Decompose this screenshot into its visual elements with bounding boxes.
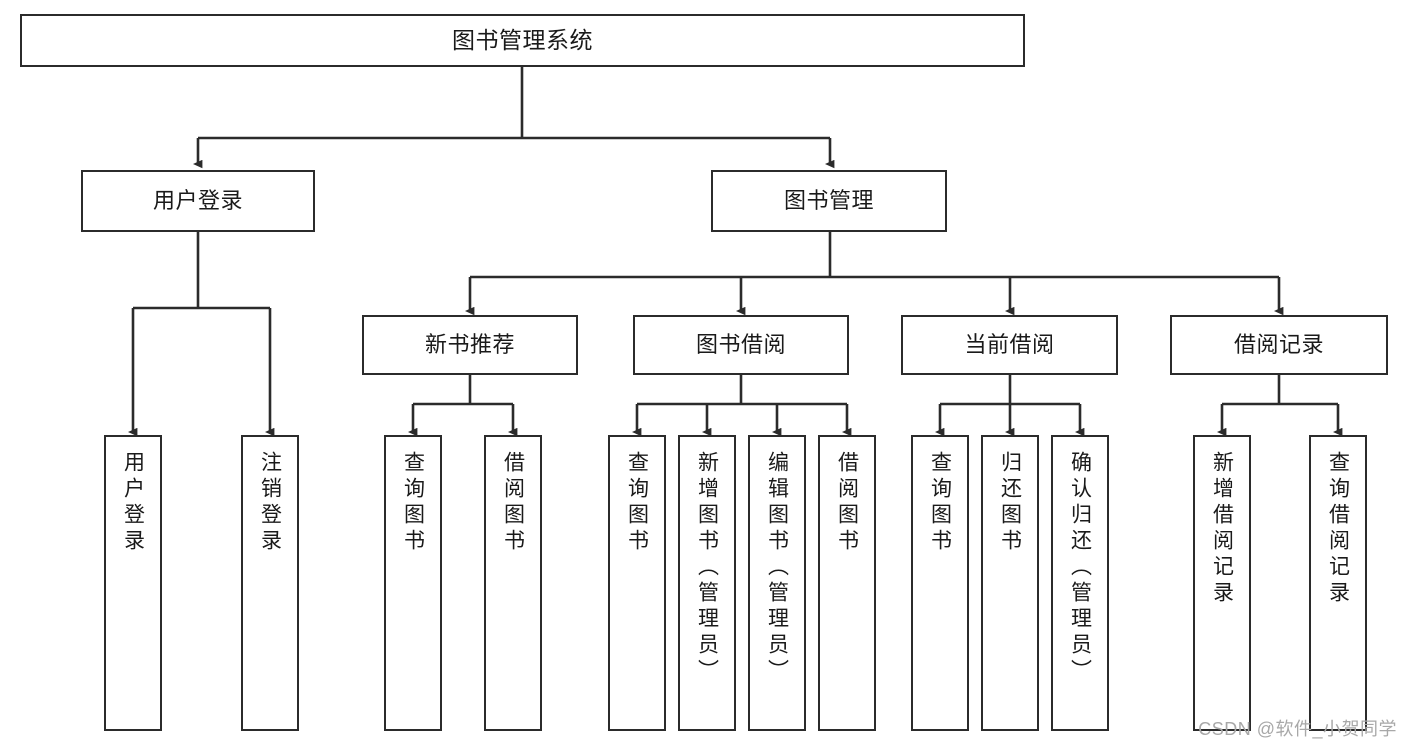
node-root-system[interactable]: 图书管理系统: [20, 14, 1025, 67]
leaf-edit-book[interactable]: 编辑图书（管理员）: [748, 435, 806, 731]
leaf-query-borrow-record[interactable]: 查询借阅记录: [1309, 435, 1367, 731]
node-label: 查询图书: [928, 451, 952, 555]
leaf-query-book-new-recommend[interactable]: 查询图书: [384, 435, 442, 731]
node-label: 用户登录: [152, 188, 243, 214]
node-current-borrow[interactable]: 当前借阅: [901, 315, 1118, 375]
node-label: 新书推荐: [424, 332, 515, 358]
node-label: 归还图书: [998, 451, 1022, 555]
node-label: 图书管理: [783, 188, 874, 214]
node-label: 图书管理系统: [452, 27, 593, 54]
leaf-return-book[interactable]: 归还图书: [981, 435, 1039, 731]
leaf-confirm-return[interactable]: 确认归还（管理员）: [1051, 435, 1109, 731]
node-label: 借阅图书: [835, 451, 859, 555]
node-label: 新增借阅记录: [1210, 451, 1234, 607]
node-book-management[interactable]: 图书管理: [711, 170, 947, 232]
leaf-add-borrow-record[interactable]: 新增借阅记录: [1193, 435, 1251, 731]
leaf-borrow-book-new-recommend[interactable]: 借阅图书: [484, 435, 542, 731]
csdn-watermark: CSDN @软件_小贺同学: [1198, 719, 1397, 739]
node-label: 确认归还（管理员）: [1068, 451, 1092, 685]
node-label: 图书借阅: [695, 332, 786, 358]
leaf-user-login[interactable]: 用户登录: [104, 435, 162, 731]
node-label: 借阅图书: [501, 451, 525, 555]
leaf-query-book-borrow[interactable]: 查询图书: [608, 435, 666, 731]
node-label: 查询图书: [625, 451, 649, 555]
node-user-login[interactable]: 用户登录: [81, 170, 315, 232]
node-label: 当前借阅: [964, 332, 1055, 358]
leaf-borrow-book[interactable]: 借阅图书: [818, 435, 876, 731]
leaf-query-book-current[interactable]: 查询图书: [911, 435, 969, 731]
node-label: 查询图书: [401, 451, 425, 555]
node-label: 用户登录: [121, 451, 145, 555]
node-label: 借阅记录: [1233, 332, 1324, 358]
node-new-book-recommend[interactable]: 新书推荐: [362, 315, 578, 375]
node-borrow-record[interactable]: 借阅记录: [1170, 315, 1388, 375]
node-label: 查询借阅记录: [1326, 451, 1350, 607]
leaf-logout-login[interactable]: 注销登录: [241, 435, 299, 731]
node-book-borrow[interactable]: 图书借阅: [633, 315, 849, 375]
node-label: 编辑图书（管理员）: [765, 451, 789, 685]
node-label: 新增图书（管理员）: [695, 451, 719, 685]
leaf-add-book[interactable]: 新增图书（管理员）: [678, 435, 736, 731]
node-label: 注销登录: [258, 451, 282, 555]
